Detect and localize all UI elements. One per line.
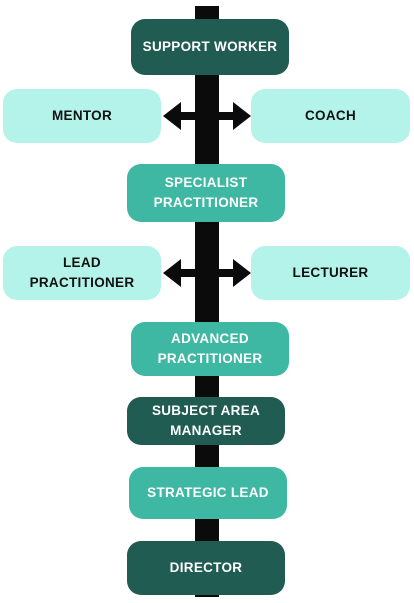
node-lead-practitioner: LEAD PRACTITIONER — [3, 246, 161, 300]
node-subject-area-manager-line1: SUBJECT AREA — [151, 403, 261, 418]
node-lead-practitioner-line1: LEAD — [63, 255, 101, 270]
node-strategic-lead-line1: STRATEGIC LEAD — [147, 485, 269, 500]
node-lead-practitioner-line2: PRACTITIONER — [29, 275, 135, 290]
node-advanced-practitioner-line1: ADVANCED — [171, 331, 249, 346]
node-mentor: MENTOR — [3, 89, 161, 143]
node-advanced-practitioner: ADVANCED PRACTITIONER — [131, 322, 289, 376]
node-subject-area-manager: SUBJECT AREA MANAGER — [127, 397, 285, 445]
arrow-to-lecturer — [215, 259, 251, 287]
node-director: DIRECTOR — [127, 541, 285, 595]
arrow-to-lead-practitioner — [163, 259, 199, 287]
node-subject-area-manager-line2: MANAGER — [170, 423, 242, 438]
node-specialist-practitioner-line2: PRACTITIONER — [153, 195, 259, 210]
node-director-line1: DIRECTOR — [169, 560, 243, 575]
node-lecturer-line1: LECTURER — [292, 265, 369, 280]
node-coach: COACH — [251, 89, 410, 143]
arrow-to-mentor — [163, 102, 199, 130]
node-specialist-practitioner-line1: SPECIALIST — [164, 175, 248, 190]
node-lecturer: LECTURER — [251, 246, 410, 300]
node-specialist-practitioner: SPECIALIST PRACTITIONER — [127, 164, 285, 222]
node-advanced-practitioner-line2: PRACTITIONER — [157, 351, 263, 366]
node-mentor-line1: MENTOR — [51, 108, 113, 123]
node-strategic-lead: STRATEGIC LEAD — [129, 467, 287, 519]
node-coach-line1: COACH — [305, 108, 356, 123]
node-support-worker-line1: SUPPORT WORKER — [142, 39, 278, 54]
arrow-to-coach — [215, 102, 251, 130]
node-support-worker: SUPPORT WORKER — [131, 19, 289, 75]
